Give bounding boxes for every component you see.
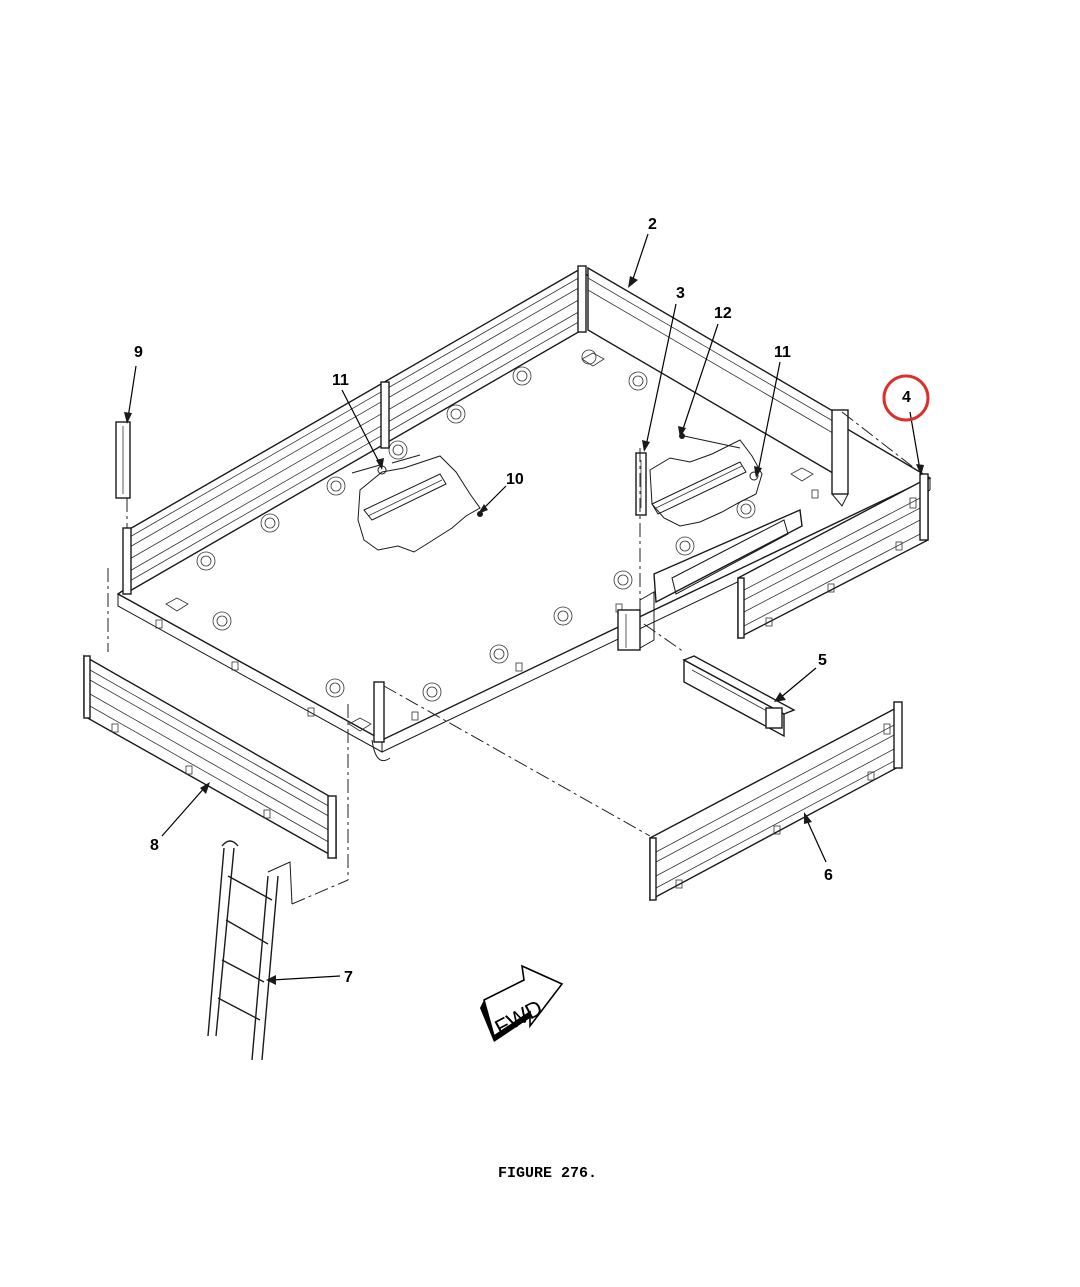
callout-10: 10 — [506, 471, 524, 488]
callout-3: 3 — [676, 285, 685, 302]
callout-12: 12 — [714, 305, 732, 322]
floor-cutaway-right — [649, 433, 763, 527]
fwd-direction-arrow: FWD — [480, 964, 564, 1042]
corner-post — [373, 681, 385, 743]
side-panel-4 — [737, 473, 929, 640]
floor-cutaway-left — [351, 454, 483, 553]
storage-box-5 — [682, 655, 796, 738]
figure-caption: FIGURE 276. — [498, 1165, 597, 1182]
callout-11-left: 11 — [332, 372, 349, 389]
callout-2: 2 — [648, 216, 657, 233]
callout-7: 7 — [344, 969, 353, 986]
callout-5: 5 — [818, 652, 827, 669]
fixed-side-wall — [122, 265, 849, 595]
callout-11-right: 11 — [774, 344, 791, 361]
callout-8: 8 — [150, 837, 159, 854]
leader-lines — [124, 233, 924, 985]
assembly-lines — [107, 411, 923, 905]
corner-stake-9 — [115, 421, 131, 499]
stake-pocket-3 — [635, 452, 647, 516]
callout-4: 4 — [902, 389, 911, 406]
callout-6: 6 — [824, 867, 833, 884]
tail-panel-8 — [83, 654, 337, 860]
callout-9: 9 — [134, 344, 143, 361]
ladder-7 — [207, 840, 293, 1061]
side-compartment — [617, 508, 803, 651]
highlight-circle — [882, 374, 930, 422]
callout-labels: 2 3 12 11 11 9 10 4 5 6 7 8 — [134, 216, 911, 986]
side-panel-6 — [649, 701, 903, 902]
tie-down-rings — [196, 349, 756, 702]
